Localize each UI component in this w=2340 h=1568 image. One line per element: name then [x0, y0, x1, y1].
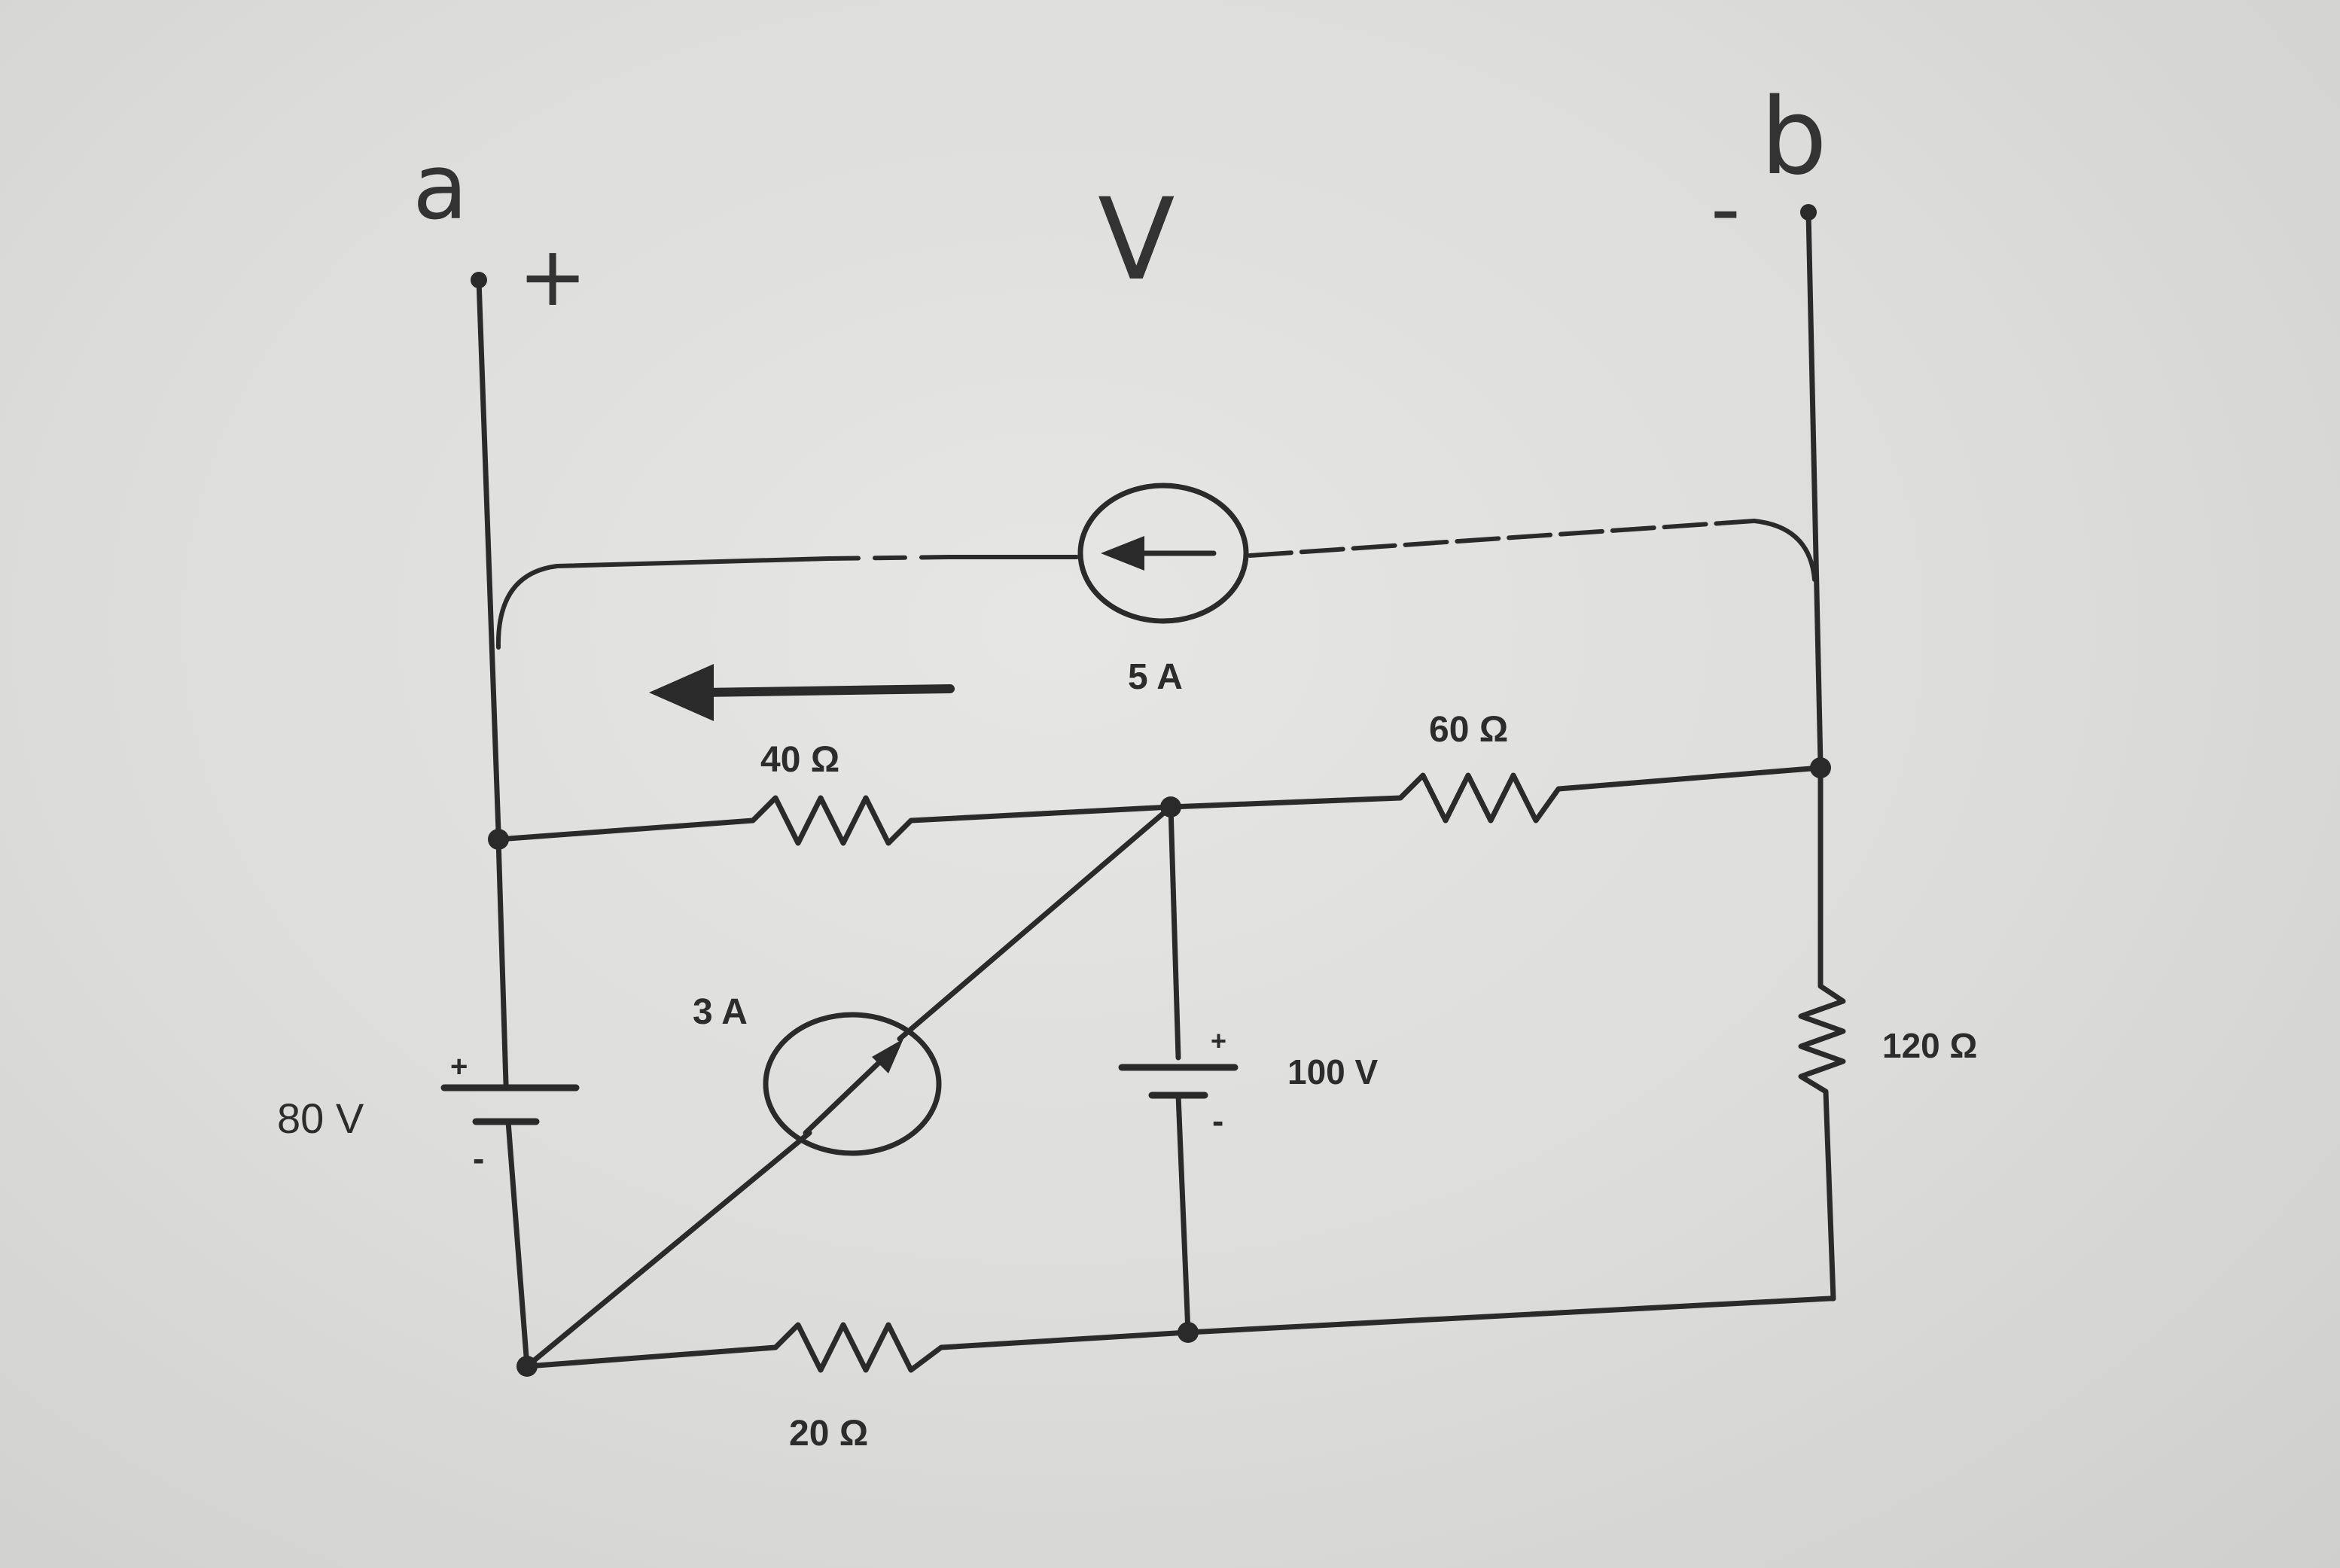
current-source-3a [524, 804, 1174, 1369]
current-source-5a [1077, 483, 1249, 624]
battery-80v [440, 836, 580, 1369]
current-source-3a-label: 3 A [693, 992, 748, 1032]
node-bottom-center [1178, 1322, 1199, 1343]
resistor-20-ohm-label: 20 Ω [789, 1414, 868, 1454]
battery-80v-plus: + [450, 1050, 468, 1083]
resistor-60-ohm-label: 60 Ω [1429, 710, 1508, 750]
battery-100v-label: 100 V [1287, 1052, 1379, 1092]
resistor-40-ohm-label: 40 Ω [760, 740, 839, 780]
resistor-60-ohm [1168, 765, 1824, 824]
resistor-20-ohm [524, 1322, 1191, 1373]
terminal-b-minus: - [1711, 160, 1741, 257]
battery-100v-plus: + [1211, 1025, 1226, 1056]
battery-80v-minus: - [473, 1139, 484, 1178]
terminal-a-plus: + [518, 228, 587, 324]
battery-100v [1118, 804, 1239, 1335]
terminal-a [471, 272, 501, 835]
resistor-120-ohm [1798, 765, 1846, 1302]
bottom-right-wire [1185, 1296, 1836, 1335]
terminal-b [1800, 204, 1824, 767]
terminal-b-label: b [1760, 76, 1827, 199]
voltage-v-label: V [1098, 175, 1175, 306]
resistor-120-ohm-label: 120 Ω [1882, 1026, 1977, 1065]
terminal-a-label: a [413, 135, 468, 240]
top-loop-wire [495, 519, 1817, 650]
node-bottom-left [516, 1356, 538, 1377]
battery-100v-minus: - [1212, 1101, 1223, 1140]
current-source-5a-label: 5 A [1128, 657, 1183, 697]
resistor-40-ohm [495, 795, 1174, 846]
battery-80v-label: 80 V [277, 1095, 364, 1142]
current-direction-arrow [649, 664, 955, 721]
